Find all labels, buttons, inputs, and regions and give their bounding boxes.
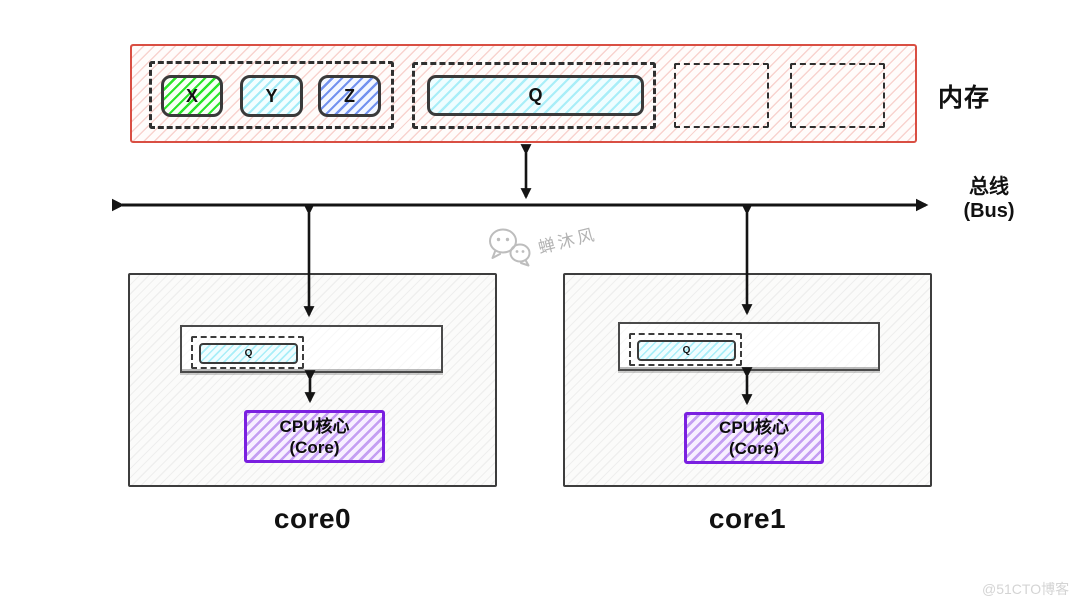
memory-empty-slot bbox=[674, 63, 769, 128]
memory-cell-y-label: Y bbox=[265, 85, 278, 106]
bus-label: 总线 (Bus) bbox=[944, 175, 1034, 223]
core0-cache-q-cell: Q bbox=[199, 343, 298, 364]
memory-cell-y: Y bbox=[240, 75, 303, 117]
memory-cell-x-label: X bbox=[185, 85, 198, 106]
core0-cpu-label-en: (Core) bbox=[289, 437, 340, 457]
wechat-icon bbox=[489, 228, 531, 267]
core1-cpu-label-en: (Core) bbox=[728, 439, 780, 458]
core0-name-label: core0 bbox=[273, 503, 352, 534]
core1-cache-q-label: Q bbox=[682, 345, 691, 356]
core1-cache-q-cell: Q bbox=[637, 340, 736, 361]
bus-label-cn: 总线 bbox=[969, 176, 1009, 198]
memory-cell-z: Z bbox=[318, 75, 381, 117]
core0-box: Q CPU核心 (Core) bbox=[128, 273, 497, 487]
core0-cache: Q bbox=[180, 325, 443, 373]
core0-cpu-label-cn: CPU核心 bbox=[279, 416, 350, 436]
bus-label-en: (Bus) bbox=[963, 200, 1015, 222]
memory-cell-q-label: Q bbox=[528, 85, 543, 105]
core0-cpu-box: CPU核心 (Core) bbox=[244, 410, 385, 463]
core0-cache-line: Q bbox=[191, 336, 304, 369]
core1-name-label: core1 bbox=[708, 503, 787, 534]
memory-q-group: Q bbox=[412, 62, 656, 129]
memory-cell-q: Q bbox=[427, 75, 644, 116]
core1-cpu-label-cn: CPU核心 bbox=[719, 418, 789, 437]
memory-cell-z-label: Z bbox=[344, 85, 355, 106]
memory-cells-group: X Y Z bbox=[149, 61, 394, 129]
core1-cpu-box: CPU核心 (Core) bbox=[684, 412, 824, 464]
core1-cache-line: Q bbox=[629, 333, 742, 366]
memory-box: X Y Z Q bbox=[130, 44, 917, 143]
core0-cache-q-label: Q bbox=[244, 348, 253, 359]
watermark-brand: 蝉沐风 bbox=[536, 224, 599, 258]
core1-box: Q CPU核心 (Core) bbox=[563, 273, 932, 487]
watermark-site: @51CTO博客 bbox=[982, 581, 1070, 597]
memory-label: 内存 bbox=[938, 84, 991, 112]
memory-empty-slot bbox=[790, 63, 885, 128]
core1-cache: Q bbox=[618, 322, 880, 371]
memory-cell-x: X bbox=[161, 75, 223, 117]
